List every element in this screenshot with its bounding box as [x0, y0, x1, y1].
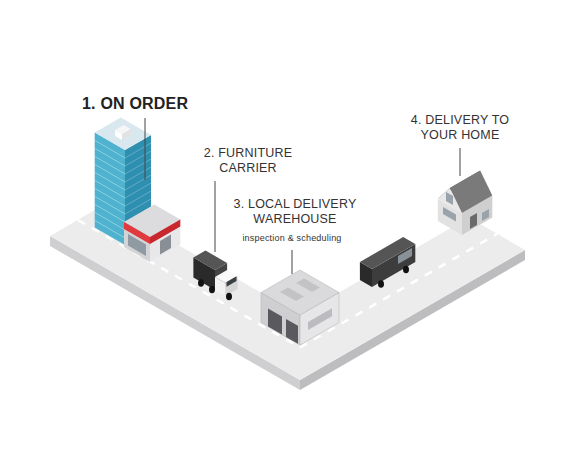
house-door: [470, 213, 477, 229]
van-roof: [360, 237, 415, 269]
skylight: [280, 288, 304, 302]
warehouse-window: [308, 308, 332, 330]
house-window: [446, 192, 453, 205]
wheel: [226, 293, 232, 301]
tower-face: [95, 133, 125, 246]
leader-line: [145, 118, 146, 180]
road-dashes: [78, 220, 497, 348]
wheel: [403, 266, 409, 274]
truck-box: [193, 251, 227, 271]
stage-label: 2. FURNITURE CARRIER: [192, 146, 304, 177]
skylight: [296, 279, 320, 293]
wheel: [209, 286, 215, 294]
shop-door: [160, 235, 171, 255]
stage-title: 1. ON ORDER: [82, 94, 188, 114]
leader-line: [460, 148, 461, 176]
leader-line: [215, 181, 216, 252]
house-window: [443, 207, 456, 222]
roof-unit: [115, 125, 131, 134]
van-window: [398, 248, 412, 264]
wheel: [198, 279, 204, 287]
warehouse-door: [268, 309, 282, 335]
house-window: [482, 209, 489, 221]
tower-windows: [95, 141, 125, 239]
stage-note: inspection & scheduling: [242, 233, 341, 244]
warehouse-door: [286, 319, 298, 344]
shop-window: [128, 234, 146, 256]
stage-label: 4. DELIVERY TO YOUR HOME: [404, 113, 516, 144]
stage-label: 3. LOCAL DELIVERY WAREHOUSE: [224, 197, 366, 228]
house-roof: [450, 171, 492, 214]
truck-windshield: [227, 276, 237, 286]
warehouse-roof: [261, 270, 339, 315]
leader-line: [292, 250, 293, 274]
wheel: [378, 280, 384, 288]
